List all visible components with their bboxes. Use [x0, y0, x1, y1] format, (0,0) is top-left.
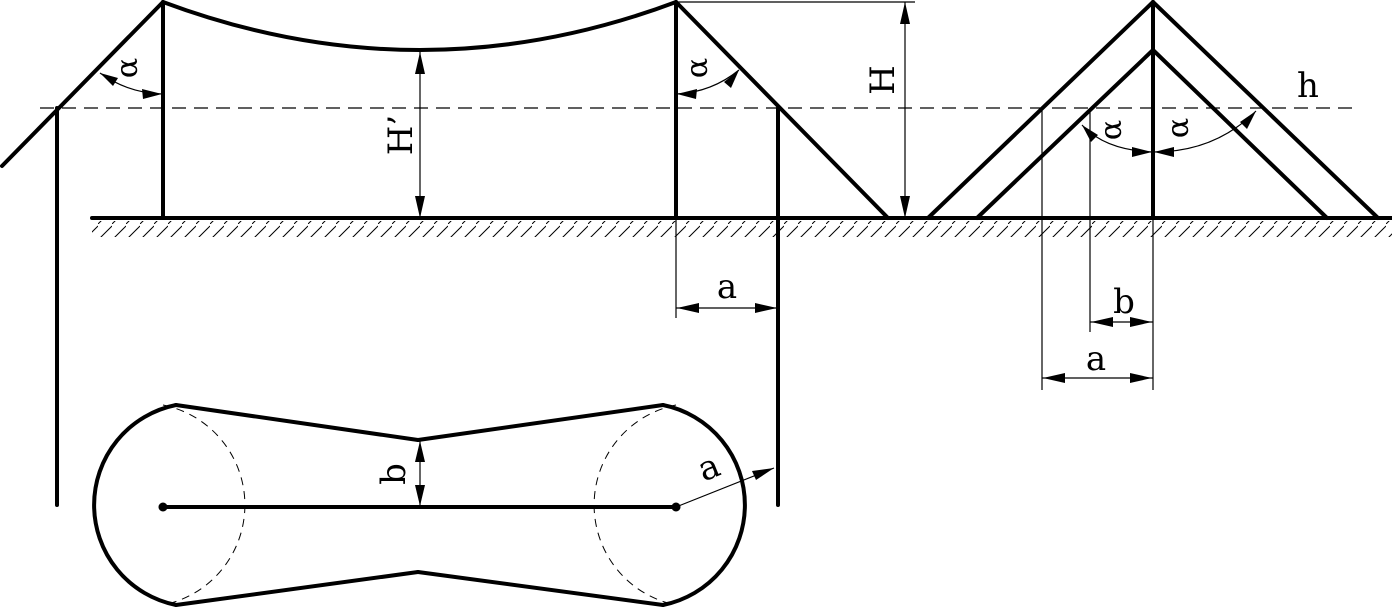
arrowhead	[900, 2, 910, 24]
alpha-label-right: α	[680, 58, 715, 78]
arrowhead	[415, 485, 425, 506]
arrowhead	[752, 468, 774, 480]
a-label-middle: a	[717, 267, 737, 307]
arrowhead	[100, 73, 118, 86]
h-small-label: h	[1297, 66, 1319, 106]
alpha-label-outer: α	[1161, 118, 1196, 138]
arrowhead	[415, 441, 425, 462]
alpha-label-left: α	[110, 58, 145, 78]
plan-lower-edge-right	[416, 570, 665, 607]
right-mast-circle-dashed	[593, 404, 677, 606]
left-mast-circle-dashed	[162, 404, 246, 606]
arrowhead	[1130, 373, 1152, 383]
arrowhead	[677, 303, 699, 313]
h-label: H	[863, 65, 903, 95]
arrowhead	[1154, 147, 1174, 157]
outer-protection-right	[1151, 0, 1380, 220]
left-mast-point	[158, 502, 168, 512]
ground	[90, 216, 1392, 237]
arrowhead	[1091, 317, 1113, 327]
plan-upper-edge-left	[174, 403, 420, 442]
arrowhead	[755, 303, 777, 313]
b-label-plan: b	[374, 463, 414, 485]
arrowhead	[677, 89, 697, 99]
right-protection-slope	[674, 0, 890, 220]
inner-protection-right	[1151, 48, 1329, 220]
arrowhead	[415, 196, 425, 218]
alpha-label-inner: α	[1094, 120, 1129, 140]
arrowhead	[1130, 317, 1152, 327]
plan-left-lobe	[92, 403, 178, 607]
a-dimension-middle: a	[675, 218, 779, 318]
arrowhead	[724, 70, 739, 88]
two-mast-elevation: H’ H α α	[0, 0, 915, 220]
outer-protection-left	[926, 0, 1155, 220]
b-label-right: b	[1113, 282, 1135, 322]
a-label-plan: a	[692, 445, 726, 490]
arrowhead	[1240, 111, 1256, 129]
arrowhead	[1043, 373, 1065, 383]
plan-right-lobe	[661, 403, 747, 607]
arrowhead	[142, 89, 162, 99]
left-protection-slope	[0, 0, 165, 168]
arrowhead	[415, 52, 425, 74]
plan-upper-edge-right	[416, 403, 665, 442]
single-mast-elevation: h α α b a	[926, 0, 1380, 390]
arrowhead	[1132, 147, 1152, 157]
a-label-right: a	[1086, 339, 1106, 379]
ground-hatching	[92, 221, 1392, 237]
plan-lower-edge-left	[174, 570, 420, 607]
two-mast-plan-view: b a	[55, 106, 780, 607]
inter-mast-protection-arc	[161, 0, 678, 52]
h-prime-label: H’	[381, 115, 421, 155]
arrowhead	[900, 196, 910, 218]
inner-protection-left	[975, 48, 1155, 220]
